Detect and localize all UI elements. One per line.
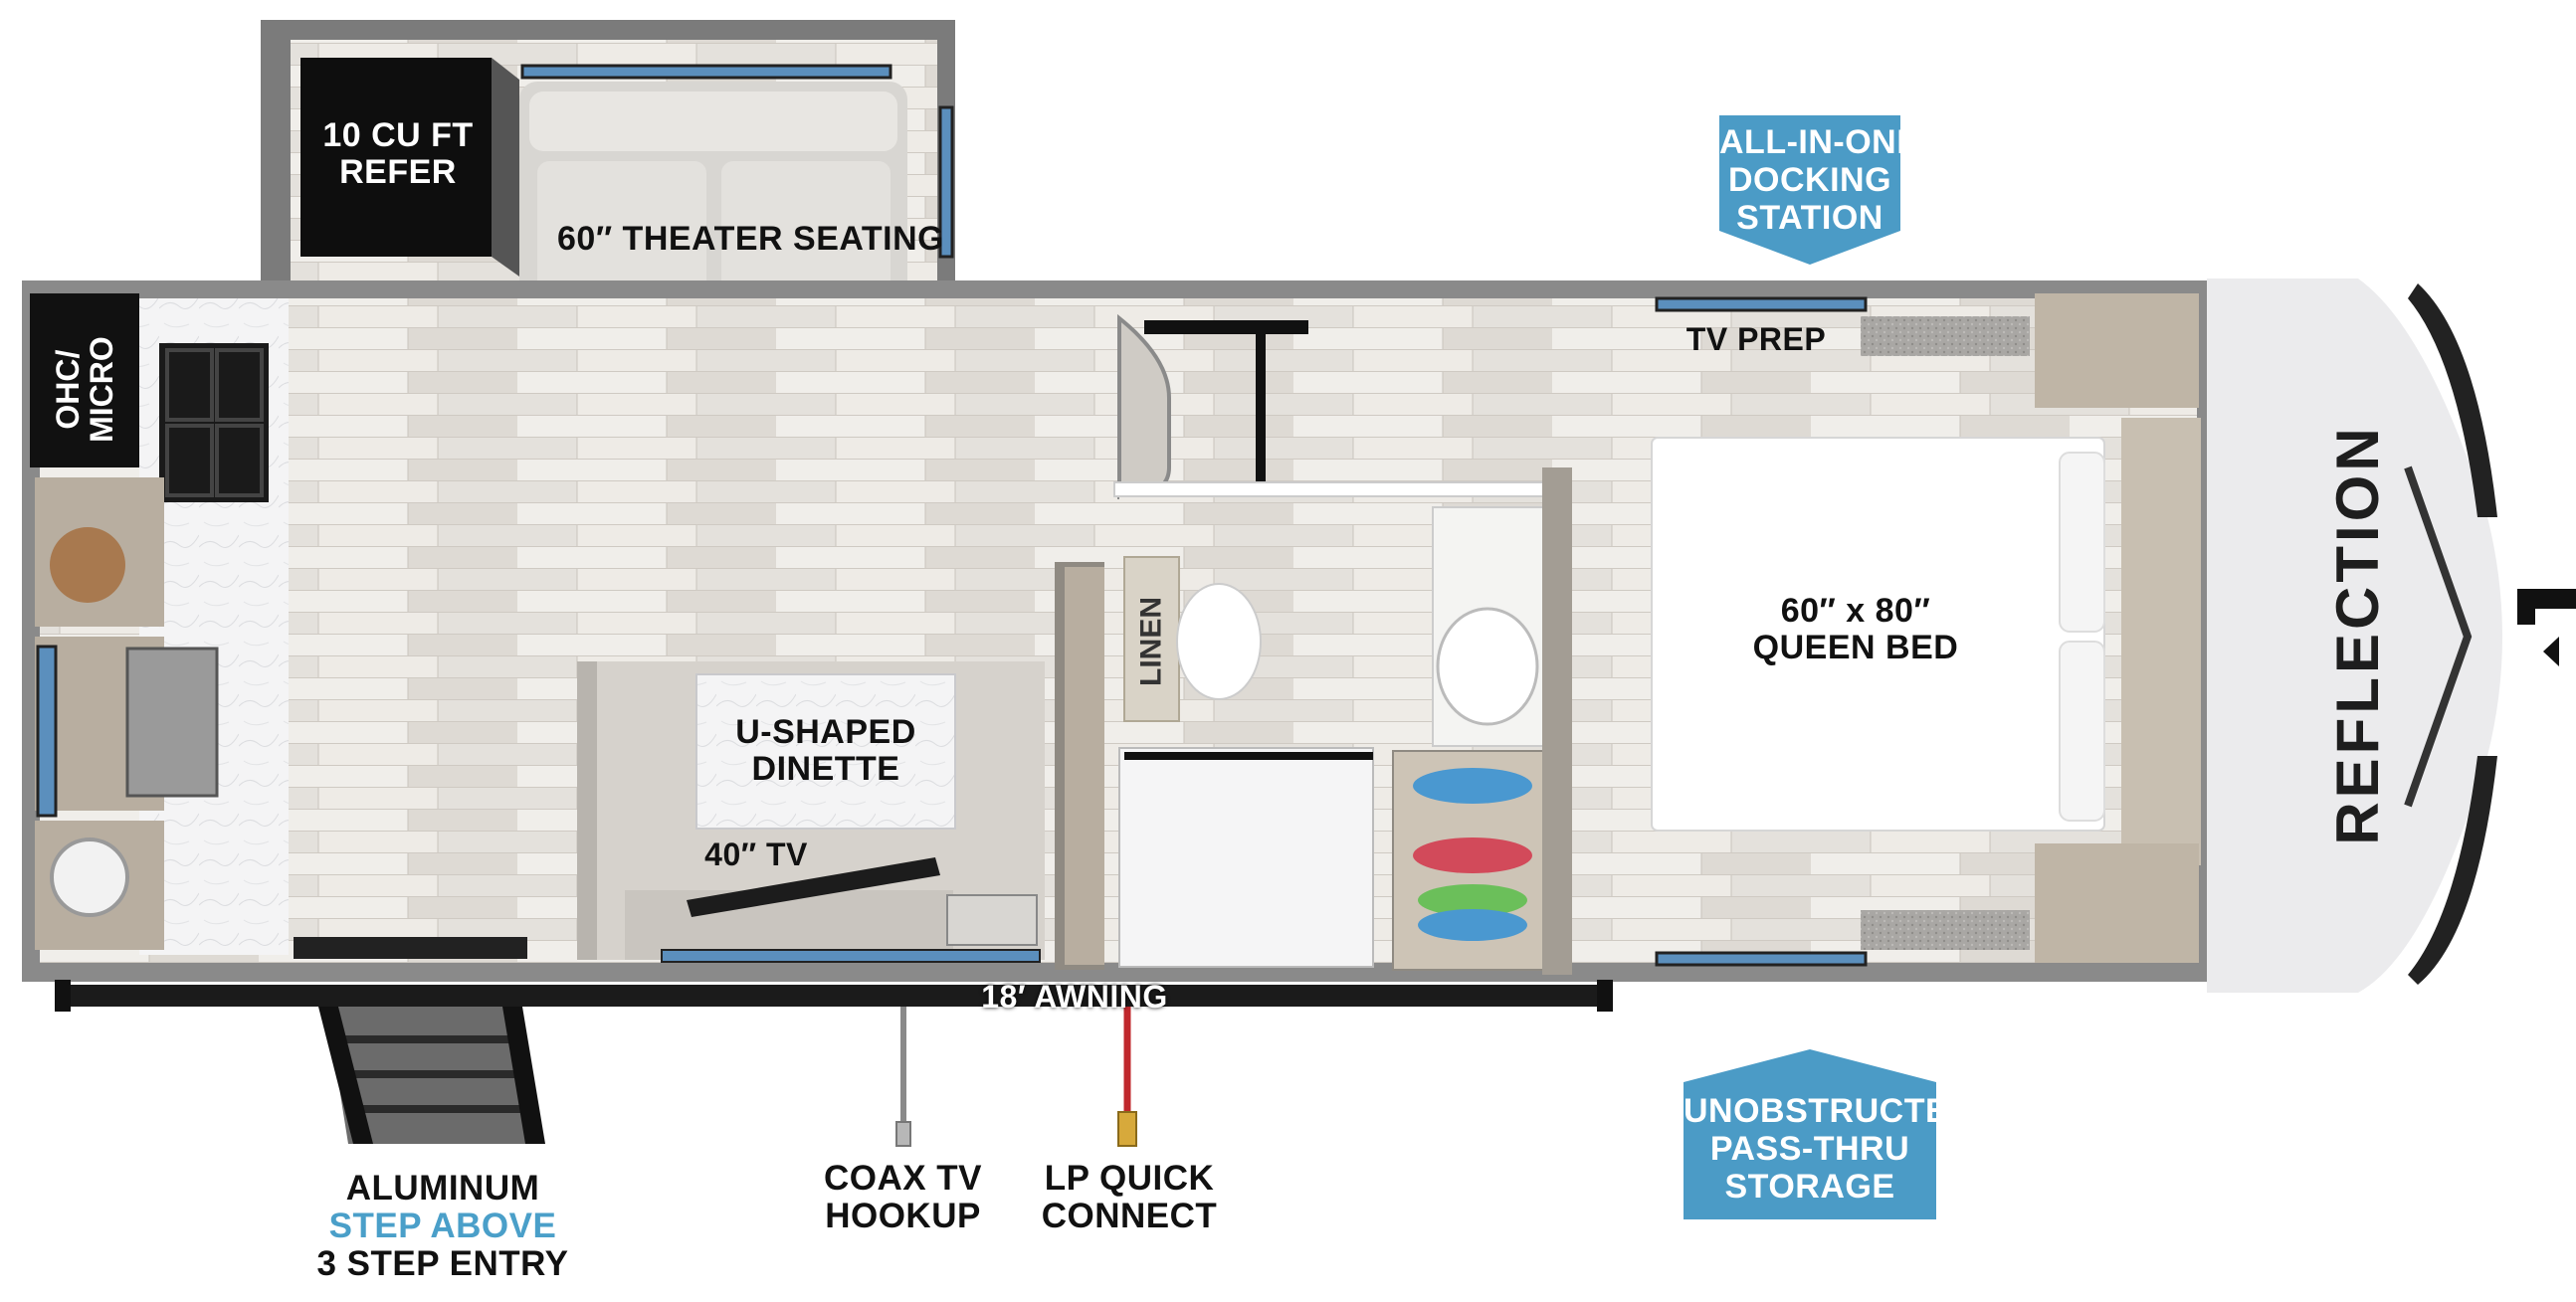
awning-bar <box>58 985 1610 1007</box>
ohc-micro-line1: OHC/ <box>49 349 86 430</box>
entry-line3: 3 STEP ENTRY <box>316 1243 569 1283</box>
step-rail-left <box>318 1007 373 1144</box>
linen-label: LINEN <box>1134 597 1168 686</box>
queen-bed-line2: QUEEN BED <box>1752 628 1959 666</box>
front-cap <box>2207 279 2576 993</box>
coax-line2: HOOKUP <box>825 1196 981 1235</box>
queen-bed <box>1651 437 2105 832</box>
kitchen-sink <box>125 647 219 798</box>
entry-line2: STEP ABOVE <box>328 1206 557 1245</box>
ohc-micro-line2: MICRO <box>83 336 119 443</box>
dinette-seat-front <box>625 890 953 960</box>
pass-thru-line3: STORAGE <box>1724 1168 1895 1207</box>
nightstand-top <box>2035 293 2199 408</box>
refrigerator-edge <box>492 58 519 277</box>
awning-end-left <box>55 980 71 1012</box>
queen-bed-line1: 60″ x 80″ <box>1780 592 1931 630</box>
docking-station-callout-shape <box>1719 115 1900 265</box>
refer-label-line2: REFER <box>339 152 457 191</box>
lp-line2: CONNECT <box>1041 1196 1218 1235</box>
pillow-2 <box>2059 641 2105 822</box>
kitchen-window <box>36 645 58 818</box>
bedroom-window-bottom <box>1655 951 1868 967</box>
lp-line1: LP QUICK <box>1044 1159 1215 1198</box>
toilet <box>1176 583 1262 700</box>
slideout-window-top <box>520 64 892 80</box>
ohc-microwave <box>30 293 139 467</box>
pass-thru-storage-callout-shape <box>1684 1049 1936 1219</box>
pillow-1 <box>2059 452 2105 633</box>
shower-door <box>1124 752 1373 760</box>
tv-40 <box>687 857 940 917</box>
dinette-window <box>661 949 1041 963</box>
entry-mat <box>294 937 527 959</box>
tv-prep-window <box>1655 296 1868 312</box>
coax-line1: COAX TV <box>823 1159 983 1198</box>
dinette-label: U-SHAPED DINETTE <box>696 714 955 787</box>
slideout-window-side <box>938 105 954 259</box>
awning-end-right <box>1597 980 1613 1012</box>
lp-label: LP QUICK CONNECT <box>1030 1160 1229 1235</box>
docking-line2: DOCKING <box>1727 161 1892 200</box>
coax-connector <box>895 1121 911 1147</box>
vanity-sink <box>1436 607 1539 726</box>
tv-40-label: 40″ TV <box>704 837 808 872</box>
door-swing-post <box>1256 320 1266 489</box>
dinette-table <box>695 673 956 830</box>
step-rail-right <box>502 1007 545 1144</box>
docking-line3: STATION <box>1736 199 1883 238</box>
tv-prep-label: TV PREP <box>1685 321 1827 357</box>
refer-label-line1: 10 CU FT <box>322 116 474 154</box>
pass-thru-line2: PASS-THRU <box>1709 1130 1910 1169</box>
bed-headboard <box>2121 418 2201 865</box>
pass-thru-line1: UNOBSTRUCTED <box>1684 1092 1974 1130</box>
closet-top <box>1861 316 2030 356</box>
queen-bed-label: 60″ x 80″ QUEEN BED <box>1731 593 1980 665</box>
cooking-pot <box>50 837 129 917</box>
bedroom-entry-wall <box>1542 467 1572 975</box>
docking-station-callout: ALL-IN-ONE DOCKING STATION <box>1719 123 1920 238</box>
pass-thru-storage-callout: UNOBSTRUCTED PASS-THRU STORAGE <box>1684 1092 1974 1207</box>
kitchen-island-panel <box>1065 567 1104 965</box>
theater-seating-label: 60″ THEATER SEATING <box>557 220 945 258</box>
step-treads <box>338 1035 529 1113</box>
linen-cabinet <box>1123 556 1180 722</box>
lp-connector <box>1117 1111 1137 1147</box>
control-panel <box>946 894 1038 946</box>
brand-logo: REFLECTION <box>2324 424 2391 845</box>
bath-wall <box>1113 481 1553 497</box>
door-swing-top <box>1144 320 1308 334</box>
stove-grates <box>165 348 264 497</box>
docking-line1: ALL-IN-ONE <box>1719 123 1920 161</box>
entry-label: ALUMINUM STEP ABOVE 3 STEP ENTRY <box>298 1170 587 1282</box>
nightstand-bottom <box>2035 843 2199 963</box>
coax-label: COAX TV HOOKUP <box>811 1160 995 1235</box>
dinette-line2: DINETTE <box>751 749 900 788</box>
refer-label: 10 CU FT REFER <box>303 117 493 190</box>
shower <box>1118 747 1374 968</box>
refrigerator <box>300 58 492 257</box>
dinette-line1: U-SHAPED <box>735 713 916 751</box>
awning-label: 18′ AWNING <box>981 979 1168 1015</box>
closet-bottom <box>1861 910 2030 950</box>
cooktop-burner <box>50 527 125 603</box>
ohc-micro-label: OHC/ MICRO <box>49 312 119 466</box>
entry-line1: ALUMINUM <box>345 1169 540 1208</box>
storage-bins <box>1413 768 1532 941</box>
dinette-back <box>577 661 597 960</box>
